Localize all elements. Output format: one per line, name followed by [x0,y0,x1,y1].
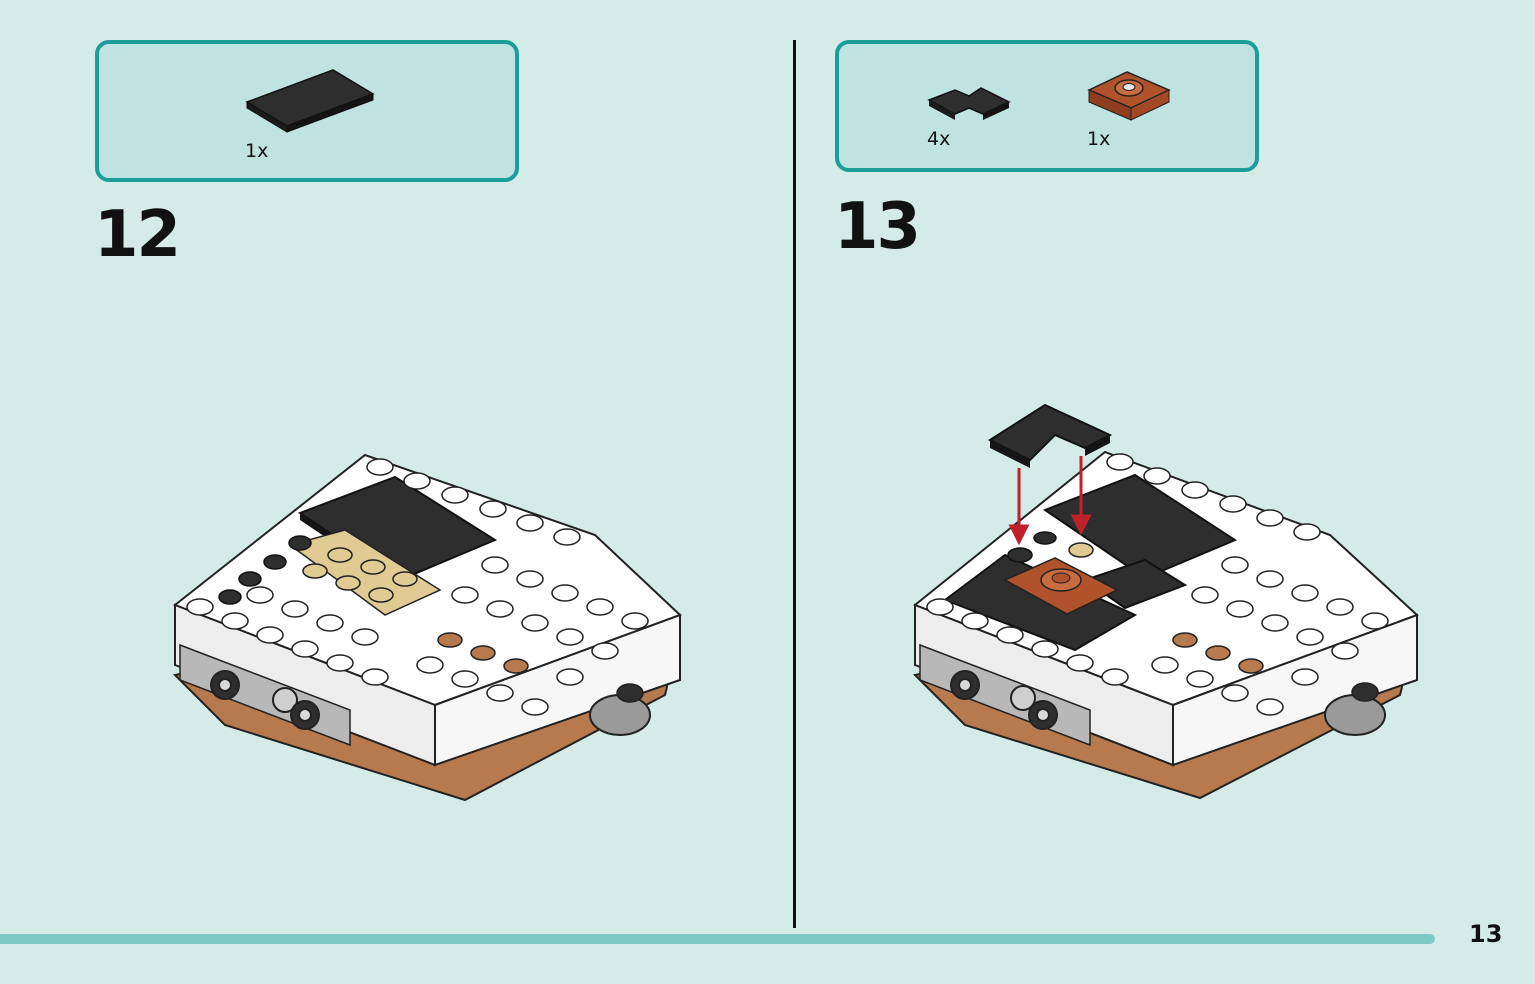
brown-plate-with-stud-icon [1087,71,1171,121]
step-12-model-illustration [172,453,682,802]
part-quantity: 1x [1087,128,1111,150]
part-quantity: 4x [927,128,951,150]
page-number: 13 [1469,920,1503,948]
footer-bar [0,934,1435,944]
step-number-12: 12 [94,198,181,272]
step-divider [793,40,796,928]
black-tile-1x2-icon [245,69,375,133]
step-13-parts-box: 4x 1x [835,40,1259,172]
part-quantity: 1x [245,140,269,162]
step-number-13: 13 [834,190,921,264]
step-12-parts-box: 1x [95,40,519,182]
black-corner-tile-icon [927,87,1011,120]
step-13-model-illustration [912,403,1419,800]
